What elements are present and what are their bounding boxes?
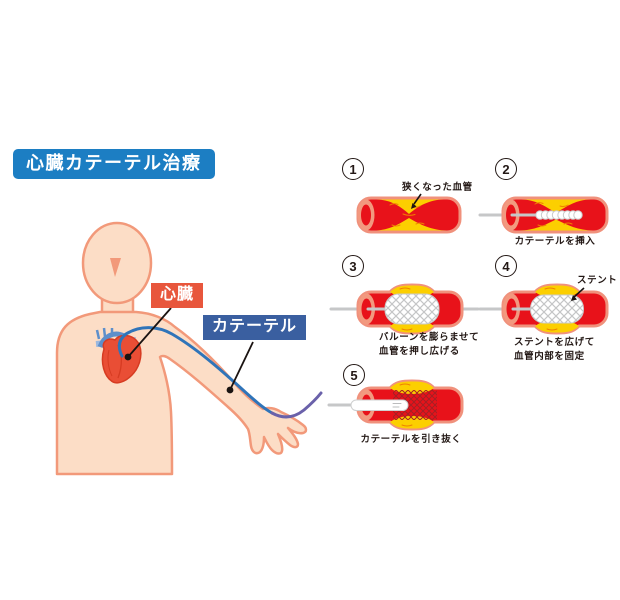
step-3-caption-line1: バルーンを膨らませて	[379, 332, 480, 343]
step-5-number: 5	[343, 364, 365, 386]
step-1-vessel-illustration	[356, 193, 462, 234]
step-2-caption: カテーテルを挿入	[514, 236, 596, 247]
heart-illustration	[95, 327, 142, 384]
step-5-caption: カテーテルを引き抜く	[360, 434, 462, 445]
catheter-tag: カテーテル	[203, 315, 307, 340]
step-2-number: 2	[495, 158, 517, 180]
patient-figure	[55, 221, 323, 476]
expanded-stent	[530, 294, 584, 324]
withdrawing-catheter	[350, 399, 409, 411]
step-4-annotation: ステント	[577, 275, 618, 286]
step-3-number: 3	[342, 255, 364, 277]
catheter-line-blue	[117, 326, 274, 415]
step-2-vessel-illustration	[478, 196, 609, 234]
catheter-pointer	[226, 341, 254, 394]
deflated-balloon-chain	[535, 210, 583, 220]
step-3-caption-line2: 血管を押し広げる	[379, 346, 460, 357]
narrowed-vessel-arrow	[411, 193, 422, 209]
stent-arrow	[571, 287, 585, 301]
catheter-line-purple	[270, 391, 323, 419]
step-5-vessel-illustration	[327, 379, 464, 431]
heart-tag: 心臓	[151, 283, 204, 308]
heart-pointer	[124, 307, 172, 361]
step-4-number: 4	[495, 255, 517, 277]
step-3-vessel-illustration	[329, 283, 480, 335]
step-1-annotation: 狭くなった血管	[402, 182, 473, 193]
page-title: 心臓カテーテル治療	[13, 149, 215, 179]
step-4-caption-line1: ステントを広げて	[514, 337, 595, 348]
step-4-caption-line2: 血管内部を固定	[514, 351, 585, 362]
step-1-number: 1	[342, 158, 364, 180]
step-4-vessel-illustration	[478, 283, 609, 335]
chin-shade	[110, 258, 121, 277]
inflated-balloon	[384, 293, 440, 325]
